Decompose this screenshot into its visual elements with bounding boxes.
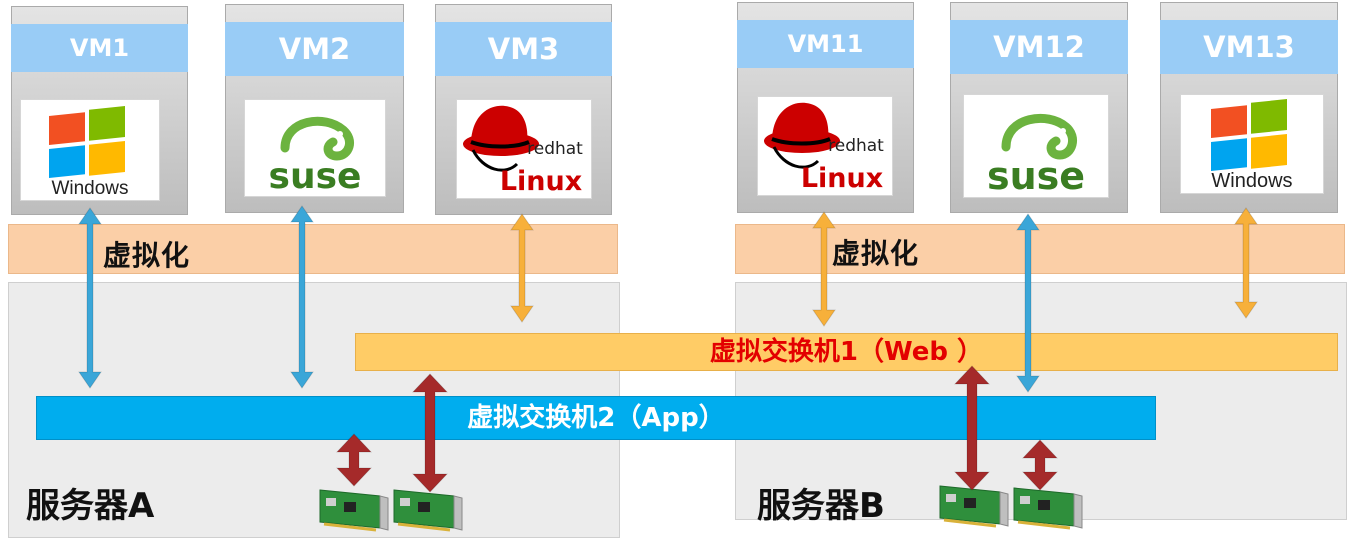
vm13-web-arrow bbox=[1234, 207, 1258, 319]
vm11-title: VM11 bbox=[737, 20, 914, 68]
vm2-title: VM2 bbox=[225, 22, 404, 76]
vm11-web-arrow bbox=[812, 211, 836, 327]
virtual-switch-1-web: 虚拟交换机1（Web ） bbox=[355, 333, 1338, 371]
nic-a2-arrow bbox=[411, 373, 449, 493]
server-b-virtualization-label: 虚拟化 bbox=[832, 237, 920, 270]
server-a-virtualization-label: 虚拟化 bbox=[103, 239, 191, 272]
network-card-icon bbox=[939, 485, 1009, 528]
nic-b2-arrow bbox=[1021, 439, 1059, 491]
vm1-app-arrow bbox=[78, 207, 102, 389]
vm13-title: VM13 bbox=[1160, 20, 1338, 74]
vm12-title: VM12 bbox=[950, 20, 1128, 74]
vm3-title: VM3 bbox=[435, 22, 612, 76]
network-card-icon bbox=[319, 489, 389, 532]
suse-logo-icon: suse bbox=[244, 99, 386, 197]
suse-logo-text: suse bbox=[987, 154, 1085, 197]
linux-logo-text: Linux bbox=[500, 166, 582, 197]
server-a-virtualization-layer bbox=[8, 224, 618, 274]
windows-logo-icon: Windows bbox=[1180, 94, 1324, 194]
windows-logo-text: Windows bbox=[51, 178, 128, 199]
linux-logo-text: Linux bbox=[801, 163, 883, 194]
server-b-label: 服务器B bbox=[757, 486, 885, 526]
network-card-icon bbox=[1013, 487, 1083, 530]
server-a-label: 服务器A bbox=[26, 486, 155, 526]
vm3-web-arrow bbox=[510, 213, 534, 323]
windows-logo-icon: Windows bbox=[20, 99, 160, 201]
nic-a1-arrow bbox=[335, 433, 373, 487]
network-card-icon bbox=[393, 489, 463, 532]
redhat-linux-logo-icon: redhat Linux bbox=[456, 99, 592, 199]
redhat-logo-text: redhat bbox=[527, 139, 583, 159]
redhat-logo-text: redhat bbox=[828, 136, 884, 156]
vm12-app-arrow bbox=[1016, 213, 1040, 393]
vm2-app-arrow bbox=[290, 205, 314, 389]
nic-b1-arrow bbox=[953, 365, 991, 491]
windows-logo-text: Windows bbox=[1211, 170, 1292, 192]
suse-logo-icon: suse bbox=[963, 94, 1109, 198]
vm1-title: VM1 bbox=[11, 24, 188, 72]
suse-logo-text: suse bbox=[269, 156, 362, 196]
redhat-linux-logo-icon: redhat Linux bbox=[757, 96, 893, 196]
